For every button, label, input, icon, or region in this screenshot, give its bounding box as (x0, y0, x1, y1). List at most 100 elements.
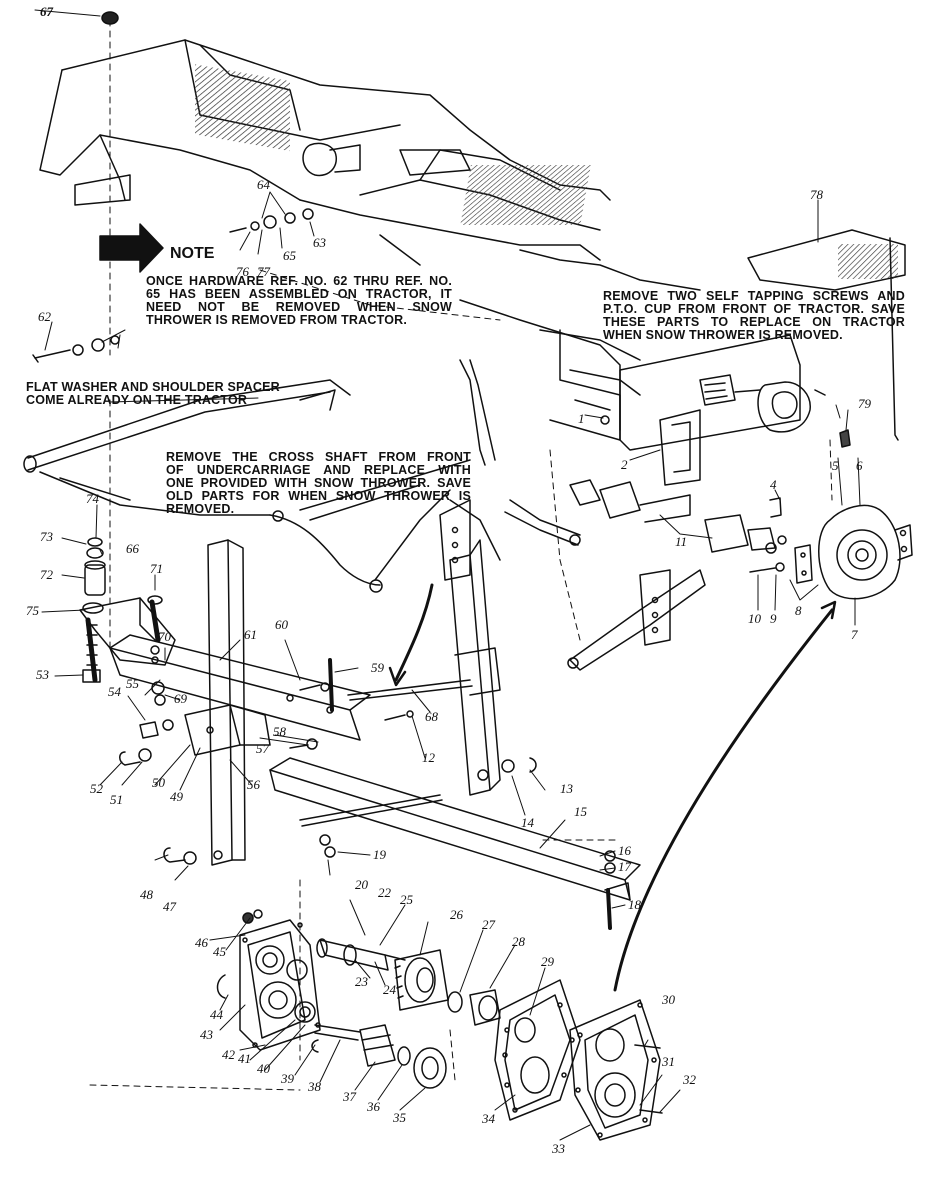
ref-number: 37 (343, 1089, 356, 1104)
ref-number: 76 (236, 264, 249, 279)
ref-number: 67 (40, 4, 53, 19)
screws-note: REMOVE TWO SELF TAPPING SCREWS AND P.T.O… (603, 290, 905, 342)
screws-note-line: WHEN SNOW THROWER IS REMOVED. (603, 328, 843, 342)
ref-number: 71 (150, 561, 163, 576)
ref-number: 10 (748, 611, 761, 626)
ref-number: 64 (257, 177, 270, 192)
ref-number: 26 (450, 907, 463, 922)
ref-number: 48 (140, 887, 153, 902)
ref-number: 35 (393, 1110, 406, 1125)
ref-number: 17 (618, 859, 631, 874)
ref-number: 9 (770, 611, 777, 626)
ref-number: 22 (378, 885, 391, 900)
ref-number: 36 (367, 1099, 380, 1114)
ref-number: 31 (662, 1054, 675, 1069)
ref-number: 55 (126, 676, 139, 691)
ref-number: 19 (373, 847, 386, 862)
ref-number: 29 (541, 954, 554, 969)
drive-shaft (569, 479, 787, 554)
ref-number: 2 (621, 457, 628, 472)
lower-frame (79, 539, 641, 901)
ref-number: 49 (170, 789, 183, 804)
ref-number: 78 (810, 187, 823, 202)
ref-number: 30 (662, 992, 675, 1007)
ref-number: 15 (574, 804, 587, 819)
small-hardware (82, 389, 826, 930)
ref-number: 8 (795, 603, 802, 618)
washer-note-line: FLAT WASHER AND SHOULDER SPACER (26, 380, 280, 394)
ref-number: 23 (355, 974, 368, 989)
ref-number: 32 (683, 1072, 696, 1087)
cross-shaft (23, 359, 581, 593)
ref-number: 74 (86, 491, 99, 506)
ref-number: 41 (238, 1051, 251, 1066)
ref-number: 6 (856, 458, 863, 473)
hardware-note-line: NEED NOT BE REMOVED WHEN SNOW (146, 300, 452, 314)
ref-number: 44 (210, 1007, 223, 1022)
ref-number: 66 (126, 541, 139, 556)
ref-number: 7 (851, 627, 858, 642)
ref-number: 68 (425, 709, 438, 724)
hardware-note: ONCE HARDWARE REF. NO. 62 THRU REF. NO. … (146, 275, 452, 327)
ref-number: 73 (40, 529, 53, 544)
ref-number: 38 (308, 1079, 321, 1094)
ref-number: 14 (521, 815, 534, 830)
cross-shaft-note-line: OLD PARTS FOR WHEN SNOW THROWER IS (166, 489, 471, 503)
ref-number: 40 (257, 1061, 270, 1076)
ref-number: 42 (222, 1047, 235, 1062)
ref-number: 58 (273, 724, 286, 739)
ref-number: 54 (108, 684, 121, 699)
ref-number: 1 (578, 411, 585, 426)
ref-number: 28 (512, 934, 525, 949)
lift-arm (567, 569, 706, 671)
right-gearbox (749, 429, 913, 600)
washer-note: FLAT WASHER AND SHOULDER SPACER COME ALR… (26, 381, 280, 407)
ref-number: 77 (257, 264, 270, 279)
ref-number: 20 (355, 877, 368, 892)
ref-number: 33 (552, 1141, 565, 1156)
gear-assembly (216, 909, 663, 1141)
hardware-note-line: ONCE HARDWARE REF. NO. 62 THRU REF. NO. (146, 274, 452, 288)
ref-number: 24 (383, 982, 396, 997)
ref-number: 50 (152, 775, 165, 790)
ref-number: 46 (195, 935, 208, 950)
ref-number: 43 (200, 1027, 213, 1042)
ref-number: 27 (482, 917, 495, 932)
ref-number: 53 (36, 667, 49, 682)
hardware-62-65 (32, 11, 314, 363)
ref-number: 25 (400, 892, 413, 907)
ref-number: 13 (560, 781, 573, 796)
ref-number: 63 (313, 235, 326, 250)
ref-number: 72 (40, 567, 53, 582)
ref-number: 62 (38, 309, 51, 324)
ref-number: 16 (618, 843, 631, 858)
ref-number: 51 (110, 792, 123, 807)
screws-note-line: REMOVE TWO SELF TAPPING SCREWS AND (603, 289, 905, 303)
ref-number: 39 (281, 1071, 294, 1086)
tractor-frame (39, 39, 906, 486)
ref-number: 4 (770, 477, 777, 492)
ref-number: 45 (213, 944, 226, 959)
cross-shaft-note-line: REMOVE THE CROSS SHAFT FROM FRONT (166, 450, 471, 464)
screws-note-line: THESE PARTS TO REPLACE ON TRACTOR (603, 315, 905, 329)
ref-number: 34 (482, 1111, 495, 1126)
ref-number: 59 (371, 660, 384, 675)
hardware-note-line: THROWER IS REMOVED FROM TRACTOR. (146, 313, 408, 327)
ref-number: 56 (247, 777, 260, 792)
ref-number: 12 (422, 750, 435, 765)
screws-note-line: P.T.O. CUP FROM FRONT OF TRACTOR. SAVE (603, 302, 905, 316)
ref-number: 52 (90, 781, 103, 796)
cross-shaft-note-line: ONE PROVIDED WITH SNOW THROWER. SAVE (166, 476, 471, 490)
note-label: NOTE (170, 245, 215, 262)
ref-number: 75 (26, 603, 39, 618)
ref-number: 65 (283, 248, 296, 263)
ref-number: 79 (858, 396, 871, 411)
ref-number: 57 (256, 741, 269, 756)
ref-number: 69 (174, 691, 187, 706)
washer-note-line: COME ALREADY ON THE TRACTOR (26, 393, 248, 407)
cross-shaft-note: REMOVE THE CROSS SHAFT FROM FRONT OF UND… (166, 451, 471, 516)
ref-number: 47 (163, 899, 176, 914)
ref-number: 5 (832, 458, 839, 473)
